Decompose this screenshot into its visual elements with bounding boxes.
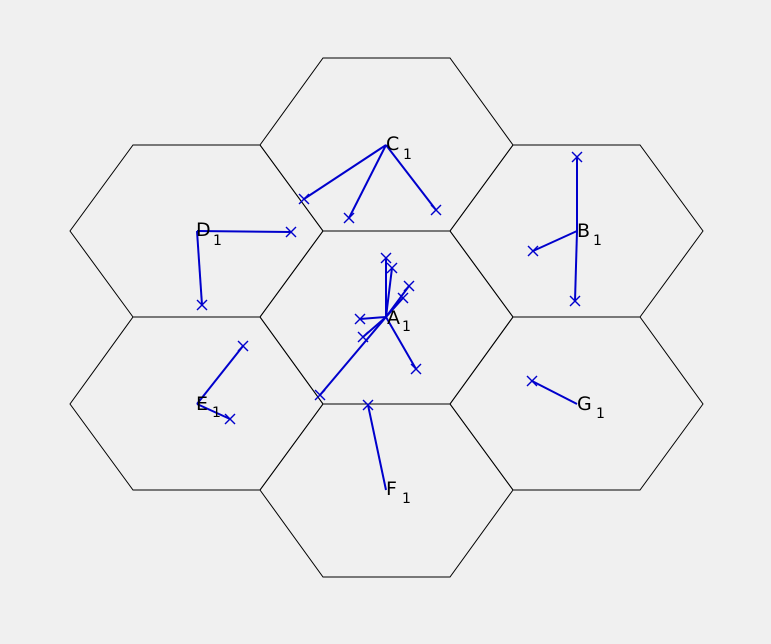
user-marker-x-icon [237,340,249,352]
link-line [385,144,437,211]
user-marker-x-icon [380,252,392,264]
user-marker-x-icon [527,245,539,257]
cell-label-d: D [196,219,211,241]
cell-label-c: C [386,133,399,155]
user-marker-x-icon [285,226,297,238]
cell-label-b-subscript: 1 [593,233,602,249]
cell-label-b: B [577,220,590,242]
user-marker-x-icon [526,375,538,387]
user-marker-x-icon [571,151,583,163]
user-marker-x-icon [357,331,369,343]
link-line [574,230,578,302]
link-line [359,316,387,320]
link-line [531,380,578,405]
cell-label-g-subscript: 1 [596,406,605,422]
user-marker-x-icon [410,363,422,375]
link-line [348,144,387,219]
cell-label-a-subscript: 1 [402,319,411,335]
user-marker-x-icon [298,193,310,205]
link-line [303,144,387,200]
link-line [196,230,203,306]
user-marker-x-icon [343,212,355,224]
cell-label-f-subscript: 1 [402,491,411,507]
cell-labels: A 1 B 1 C 1 D 1 E 1 F 1 G 1 [196,133,605,507]
cell-label-e: E [196,393,208,415]
link-line [367,404,387,491]
user-marker-x-icon [196,299,208,311]
link-line [532,230,578,252]
link-lines [196,144,578,491]
link-line [385,316,417,370]
link-line [196,403,231,420]
cell-label-g: G [577,393,592,415]
cell-label-c-subscript: 1 [403,147,412,163]
user-marker-x-icon [224,413,236,425]
user-marker-x-icon [354,313,366,325]
cell-label-a: A [387,307,400,329]
link-line [319,316,387,396]
user-marker-x-icon [403,280,415,292]
link-line [385,267,393,318]
link-line [196,230,292,233]
user-markers [196,151,583,425]
user-marker-x-icon [314,389,326,401]
user-marker-x-icon [362,399,374,411]
user-marker-x-icon [569,295,581,307]
user-marker-x-icon [397,292,409,304]
cell-label-f: F [386,478,397,500]
cell-label-d-subscript: 1 [213,233,222,249]
cell-hexagon-g [449,316,704,491]
cell-label-e-subscript: 1 [212,405,221,421]
cell-grid [69,57,704,578]
link-line [196,345,244,405]
user-marker-x-icon [386,262,398,274]
cell-hexagon-e [69,316,324,491]
user-marker-x-icon [430,204,442,216]
